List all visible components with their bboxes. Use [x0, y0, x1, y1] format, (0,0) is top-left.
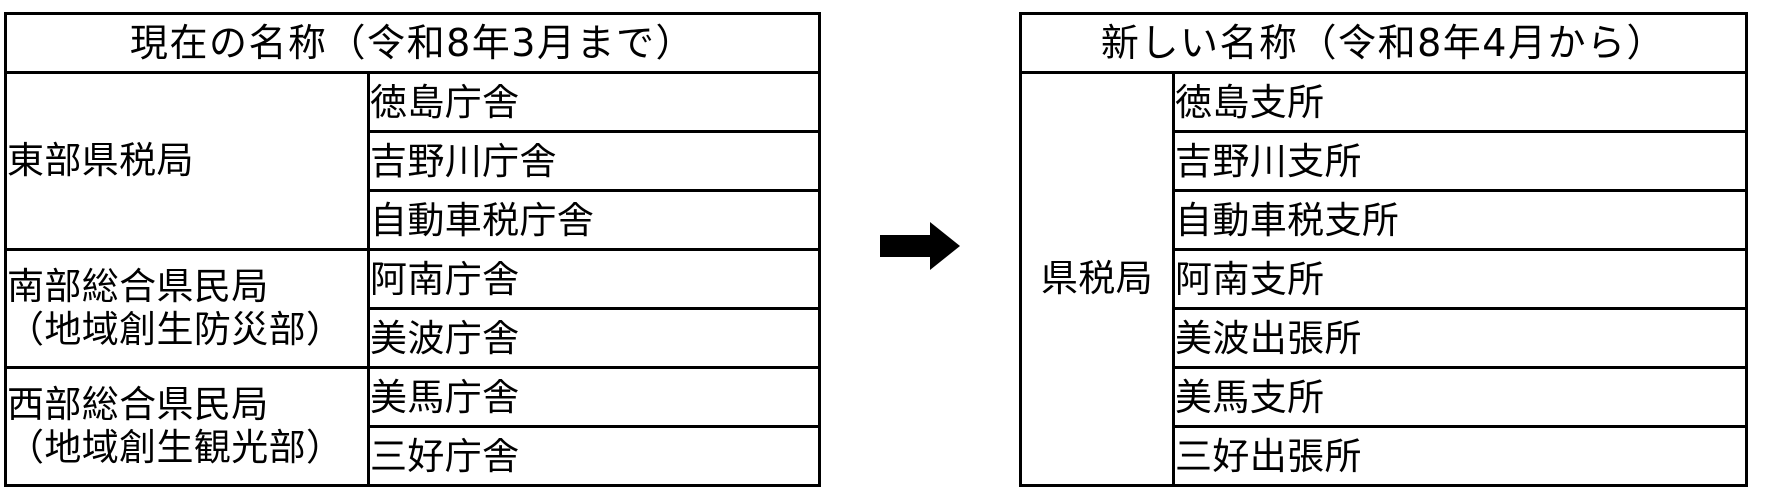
new-office-cell: 吉野川支所 [1172, 130, 1748, 192]
new-office-cell: 美波出張所 [1172, 307, 1748, 369]
new-office-label: 三好出張所 [1175, 434, 1362, 478]
current-office-cell: 吉野川庁舎 [367, 130, 821, 192]
new-office-cell: 阿南支所 [1172, 248, 1748, 310]
current-office-label: 美馬庁舎 [370, 375, 520, 419]
new-table-header: 新しい名称（令和8年4月から） [1019, 12, 1748, 74]
current-group-cell-0: 東部県税局 [4, 71, 370, 251]
new-office-label: 徳島支所 [1175, 80, 1325, 124]
table-row: 南部総合県民局 （地域創生防災部） 阿南庁舎 [4, 248, 821, 369]
current-office-cell: 自動車税庁舎 [367, 189, 821, 251]
current-office-label: 阿南庁舎 [370, 257, 520, 301]
new-office-label: 美馬支所 [1175, 375, 1325, 419]
table-row: 美馬支所 [1021, 366, 1748, 428]
new-office-label: 吉野川支所 [1175, 139, 1362, 183]
current-office-cell: 徳島庁舎 [367, 71, 821, 133]
current-group-0-line-0: 東部県税局 [7, 138, 194, 182]
current-group-1-line-0: 南部総合県民局 [7, 264, 269, 308]
table-row: 自動車税庁舎 [6, 189, 821, 251]
current-office-cell: 美馬庁舎 [367, 366, 821, 428]
new-office-label: 自動車税支所 [1175, 198, 1400, 242]
current-names-table: 現在の名称（令和8年3月まで） 東部県税局 徳島庁舎 吉野川庁舎 自動車税庁舎 [4, 12, 821, 487]
current-office-cell: 三好庁舎 [367, 425, 821, 487]
current-table-header: 現在の名称（令和8年3月まで） [4, 12, 821, 74]
table-row: 阿南支所 [1021, 248, 1748, 310]
current-office-label: 三好庁舎 [370, 434, 520, 478]
table-row: 県税局 徳島支所 [1019, 71, 1748, 487]
transition-arrow [878, 221, 962, 271]
new-office-cell: 三好出張所 [1172, 425, 1748, 487]
right-arrow-icon [880, 222, 960, 270]
table-row: 美波出張所 [1021, 307, 1748, 369]
current-office-label: 吉野川庁舎 [370, 139, 557, 183]
new-group-cell-0: 県税局 [1019, 71, 1175, 487]
table-row: 自動車税支所 [1021, 189, 1748, 251]
new-office-cell: 美馬支所 [1172, 366, 1748, 428]
table-row: 西部総合県民局 （地域創生観光部） 美馬庁舎 [4, 366, 821, 487]
table-row: 東部県税局 徳島庁舎 [4, 71, 821, 251]
current-office-label: 徳島庁舎 [370, 80, 520, 124]
new-office-label: 美波出張所 [1175, 316, 1362, 360]
current-group-2-line-0: 西部総合県民局 [7, 382, 269, 426]
table-row: 三好庁舎 [6, 425, 821, 487]
new-names-table: 新しい名称（令和8年4月から） 県税局 徳島支所 吉野川支所 自動車税支所 [1019, 12, 1748, 487]
new-group-0-line-0: 県税局 [1040, 256, 1154, 300]
current-office-cell: 美波庁舎 [367, 307, 821, 369]
table-row: 美波庁舎 [6, 307, 821, 369]
table-header-row: 新しい名称（令和8年4月から） [1019, 12, 1748, 74]
current-group-cell-2: 西部総合県民局 （地域創生観光部） [4, 366, 370, 487]
table-header-row: 現在の名称（令和8年3月まで） [4, 12, 821, 74]
table-row: 吉野川支所 [1021, 130, 1748, 192]
new-office-cell: 自動車税支所 [1172, 189, 1748, 251]
current-office-label: 自動車税庁舎 [370, 198, 595, 242]
current-group-1-line-1: （地域創生防災部） [7, 307, 344, 351]
table-row: 吉野川庁舎 [6, 130, 821, 192]
table-row: 三好出張所 [1021, 425, 1748, 487]
current-office-cell: 阿南庁舎 [367, 248, 821, 310]
current-group-cell-1: 南部総合県民局 （地域創生防災部） [4, 248, 370, 369]
new-office-cell: 徳島支所 [1172, 71, 1748, 133]
current-group-2-line-1: （地域創生観光部） [7, 425, 344, 469]
new-office-label: 阿南支所 [1175, 257, 1325, 301]
current-office-label: 美波庁舎 [370, 316, 520, 360]
